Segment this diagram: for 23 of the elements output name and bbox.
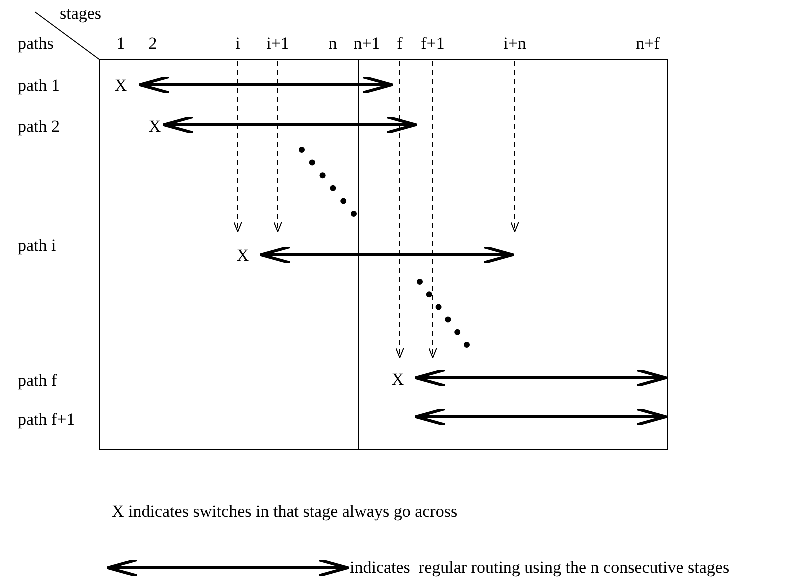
stage-number: n bbox=[328, 34, 338, 54]
switch-mark: X bbox=[114, 76, 128, 96]
stage-number: n+1 bbox=[354, 34, 380, 54]
axis-title: stages bbox=[60, 4, 102, 24]
legend-text: indicates regular routing using the n consecutive stages bbox=[350, 558, 730, 578]
switch-mark: X bbox=[148, 117, 162, 137]
stage-number: 2 bbox=[148, 34, 158, 54]
axis-title: paths bbox=[18, 34, 54, 54]
path-label: path i bbox=[18, 236, 56, 256]
stage-number: i+n bbox=[504, 34, 526, 54]
path-label: path 2 bbox=[18, 117, 60, 137]
path-label: path 1 bbox=[18, 76, 60, 96]
stage-number: i+1 bbox=[266, 34, 290, 54]
switch-mark: X bbox=[392, 370, 404, 390]
switch-mark: X bbox=[236, 246, 250, 266]
stage-number: f bbox=[397, 34, 403, 54]
path-label: path f bbox=[18, 371, 58, 391]
stage-number: f+1 bbox=[421, 34, 445, 54]
stage-number: n+f bbox=[636, 34, 660, 54]
path-label: path f+1 bbox=[18, 410, 76, 430]
stage-number: i bbox=[236, 34, 240, 54]
legend-text: X indicates switches in that stage always go across bbox=[112, 502, 458, 522]
stage-number: 1 bbox=[116, 34, 126, 54]
